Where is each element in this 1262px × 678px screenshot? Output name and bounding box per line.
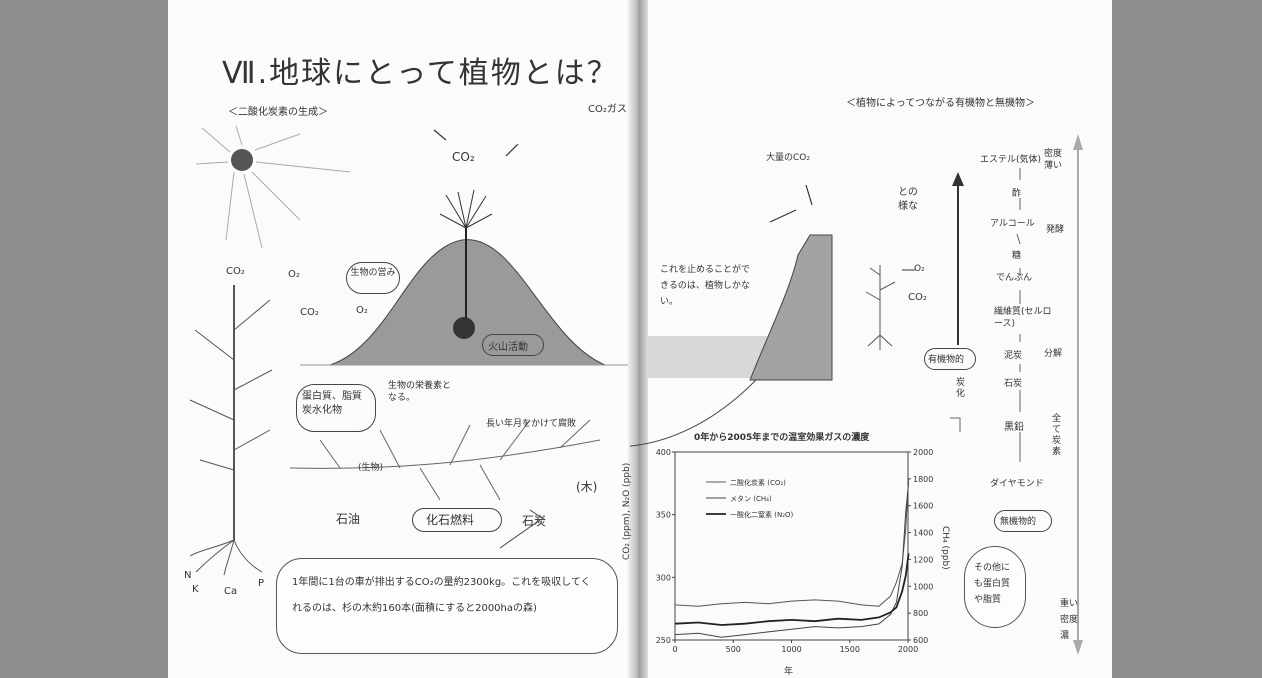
y-right-tick-label: 1000	[913, 582, 933, 591]
chain-vinegar: 酢	[1012, 189, 1022, 199]
inorganic-label: 無機物的	[1000, 517, 1037, 527]
chain-coal: 石炭	[1004, 379, 1023, 389]
decomposition-label: 長い年月をかけて腐敗	[486, 419, 577, 429]
organism-activity-box	[346, 262, 400, 294]
y-left-tick-label: 300	[656, 573, 671, 582]
organism-activity-label: 生物の営み	[350, 268, 396, 278]
y-right-tick-label: 2000	[913, 448, 933, 457]
fossil-fuel-box	[412, 508, 502, 532]
nutrients-label: 蛋白質、脂質炭水化物	[302, 391, 362, 416]
y-right-tick-label: 1400	[913, 529, 933, 538]
mineral-ca: Ca	[224, 586, 238, 597]
chain-cellulose: 繊維質(セルロース)	[994, 307, 1052, 329]
tree-co2-label: CO₂	[226, 266, 245, 277]
y-right-tick-label: 600	[913, 636, 928, 645]
oil-label: 石油	[336, 512, 361, 526]
chain-sugar: 糖	[1012, 251, 1022, 261]
other-note: その他にも蛋白質や脂質	[974, 563, 1011, 605]
y-right-tick-label: 800	[913, 609, 928, 618]
y-left-tick-label: 400	[656, 448, 671, 457]
right-section-heading: ＜植物によってつながる有機物と無機物＞	[846, 98, 1035, 109]
up-arrow-icon	[952, 172, 964, 345]
chain-starch: でんぷん	[996, 273, 1033, 283]
y-right-tick-label: 1800	[913, 475, 933, 484]
sun-icon	[195, 125, 351, 249]
legend-label: 二酸化炭素 (CO₂)	[730, 478, 786, 487]
inorganic-box	[994, 510, 1052, 532]
nutrients-caption: 生物の栄養素となる。	[388, 381, 452, 403]
series-line-2	[674, 553, 910, 626]
density-high-label: 重い 密度 濃	[1060, 599, 1079, 641]
series-line-1	[674, 482, 910, 638]
legend-label: 一酸化二窒素 (N₂O)	[730, 510, 794, 519]
x-tick-label: 0	[672, 645, 677, 654]
other-note-box	[964, 546, 1026, 628]
factory-drawing	[749, 184, 833, 381]
bracket-line	[950, 417, 961, 432]
mineral-p: P	[258, 578, 265, 589]
page-title: Ⅶ.地球にとって植物とは？	[222, 56, 619, 91]
x-tick-label: 1500	[840, 645, 860, 654]
volcano-co2-label: CO₂	[452, 150, 475, 164]
carbonization-label: 炭化	[956, 378, 966, 399]
fossil-fuel-label: 化石燃料	[426, 513, 475, 527]
tree-drawing	[189, 285, 273, 576]
chain-graphite: 黒鉛	[1004, 422, 1024, 433]
organic-label: 有機物的	[928, 355, 965, 365]
animal-o2-label: O₂	[356, 305, 368, 316]
volcano-activity-label: 火山活動	[488, 342, 528, 353]
stop-emission-note: これを止めることができるのは、植物しかない。	[660, 265, 751, 307]
co2-gas-label: CO₂ガス	[588, 104, 627, 115]
coal-label: 石炭	[522, 514, 547, 528]
tree-o2-label: O₂	[288, 269, 300, 280]
organisms-label: (生物)	[358, 463, 384, 473]
volcano-activity-box	[482, 334, 544, 356]
y-right-tick-label: 1200	[913, 555, 933, 564]
page-gutter	[628, 0, 648, 678]
chain-peat: 泥炭	[1004, 351, 1023, 361]
density-low-label: 密度 薄い	[1044, 149, 1063, 171]
chain-arrows	[1016, 168, 1021, 462]
organic-box	[924, 348, 976, 370]
chart-plot-area	[674, 451, 909, 641]
wood-label: (木)	[576, 480, 598, 494]
animal-co2-label: CO₂	[300, 307, 319, 318]
mineral-k: K	[192, 584, 199, 595]
volcano-drawing	[329, 129, 606, 366]
plant-co2-label: CO₂	[908, 292, 927, 303]
x-tick-label: 1000	[781, 645, 801, 654]
plant-o2-label: O₂	[914, 264, 925, 274]
mineral-n: N	[184, 570, 192, 581]
y-left-tick-label: 250	[656, 636, 671, 645]
y-right-tick-label: 1600	[913, 502, 933, 511]
section-label: ＜二酸化炭素の生成＞	[228, 107, 328, 118]
all-carbon-label: 全て炭素	[1052, 414, 1062, 457]
factory-co2-label: 大量のCO₂	[766, 153, 810, 163]
y-left-tick-label: 350	[656, 511, 671, 520]
buried-branches	[289, 419, 601, 549]
decomposition-chain-label: 分解	[1044, 349, 1063, 359]
car-emission-note-box	[276, 558, 618, 654]
plant-drawing	[865, 265, 915, 350]
series-line-0	[674, 478, 910, 607]
plant-note: との様な	[898, 187, 918, 212]
x-tick-label: 500	[726, 645, 741, 654]
nutrients-box	[296, 384, 376, 432]
chart-title: 0年から2005年までの温室効果ガスの濃度	[694, 433, 870, 443]
x-tick-label: 2000	[898, 645, 918, 654]
chain-alcohol: アルコール	[990, 219, 1035, 229]
density-axis	[1073, 134, 1083, 655]
chain-ester: エステル(気体)	[980, 155, 1042, 165]
legend-label: メタン (CH₄)	[730, 494, 772, 503]
chart-xlabel: 年	[784, 667, 794, 677]
chain-diamond: ダイヤモンド	[990, 479, 1044, 489]
car-emission-note: 1年間に1台の車が排出するCO₂の量約2300kg。これを吸収してくれるのは、杉…	[292, 577, 591, 614]
fermentation-label: 発酵	[1046, 225, 1065, 235]
